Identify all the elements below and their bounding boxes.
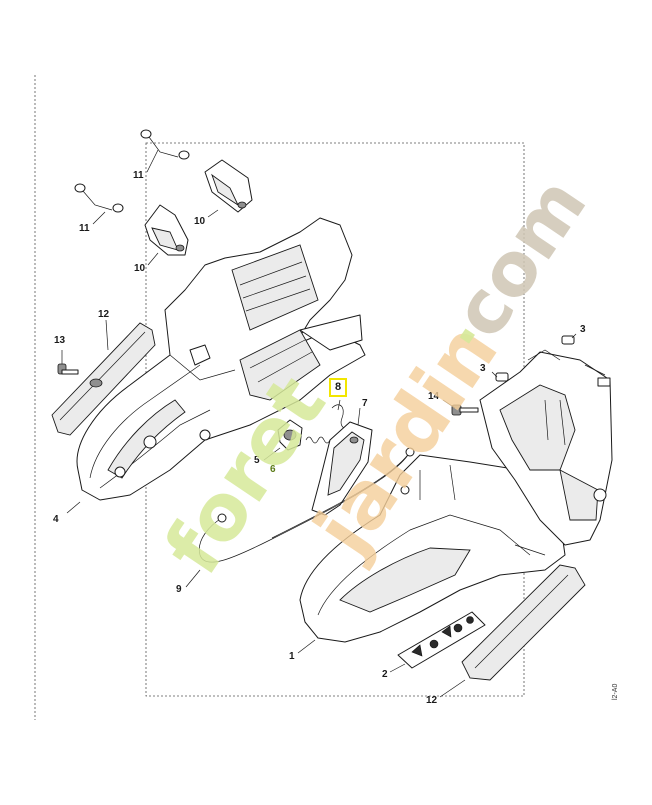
- part-10-upper-bracket: [204, 159, 253, 213]
- part-3-upper-insert: [561, 335, 575, 345]
- callout-11-upper: 11: [133, 170, 144, 181]
- callout-12-left: 12: [98, 309, 110, 320]
- part-5-lever: [277, 419, 303, 451]
- part-10-lower-bracket: [144, 204, 189, 256]
- part-1-housing-cover: [299, 454, 566, 643]
- part-12-left-guard-strip: [51, 322, 156, 436]
- callout-3-upper: 3: [580, 324, 586, 335]
- engine-housing: [479, 349, 613, 546]
- part-4-handle-housing: [76, 217, 366, 501]
- drawing-code: l2-A0: [612, 683, 619, 700]
- callout-14: 14: [428, 391, 440, 402]
- callout-7: 7: [362, 398, 368, 409]
- callout-3-lower: 3: [480, 363, 486, 374]
- callout-6: 6: [270, 464, 276, 475]
- callout-1: 1: [289, 651, 295, 662]
- part-11-upper-clip: [140, 129, 190, 160]
- leader-lines: [66, 149, 577, 698]
- part-6-spring: [305, 436, 331, 444]
- callout-2: 2: [382, 669, 388, 680]
- part-7-trigger: [311, 421, 373, 516]
- part-11-lower-clip: [74, 183, 124, 213]
- part-9-throttle-cable: [198, 447, 415, 563]
- part-13-screw: [57, 350, 79, 375]
- callout-9: 9: [176, 584, 182, 595]
- callout-12-right: 12: [426, 695, 438, 706]
- callout-10-lower: 10: [134, 263, 146, 274]
- callout-11-lower: 11: [79, 223, 90, 234]
- part-2-warning-label: [397, 611, 486, 669]
- callout-8-highlighted: 8: [329, 378, 348, 397]
- part-12-right-guard-strip: [461, 564, 586, 681]
- callout-4: 4: [53, 514, 59, 525]
- part-14-screw: [451, 404, 479, 416]
- part-3-lower-insert: [495, 372, 509, 382]
- callout-10-upper: 10: [194, 216, 206, 227]
- callout-5: 5: [254, 455, 260, 466]
- callout-13: 13: [54, 335, 66, 346]
